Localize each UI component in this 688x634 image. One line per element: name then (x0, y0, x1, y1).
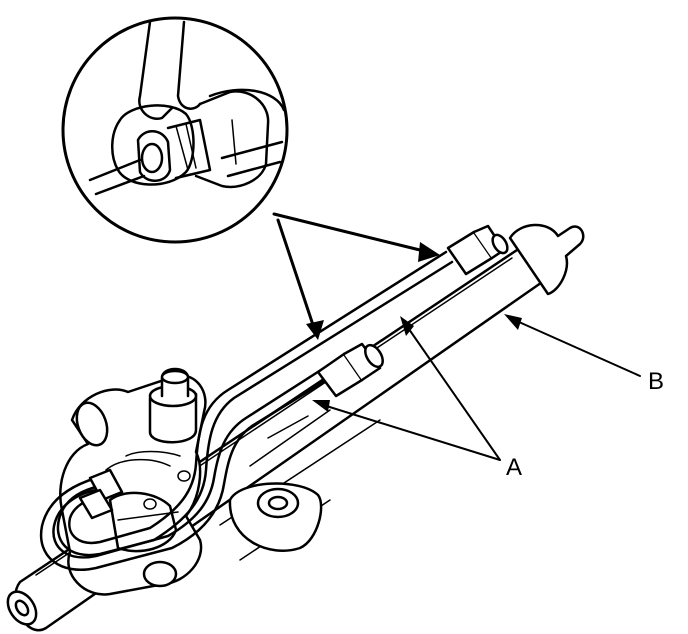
callout-b-leader (509, 317, 641, 377)
fluid-lines (39, 250, 454, 571)
detail-arrowheads (306, 242, 440, 340)
callout-a-leaders (319, 321, 501, 461)
callout-arrowheads (312, 314, 522, 412)
callout-label-b: B (648, 368, 665, 395)
detail-magnifier (61, 16, 289, 244)
mount-bushing (228, 482, 323, 552)
detail-pointer-arrows (272, 212, 430, 330)
valve-body-details (105, 450, 191, 521)
line-fittings (78, 224, 509, 520)
callout-label-a: A (506, 454, 523, 481)
